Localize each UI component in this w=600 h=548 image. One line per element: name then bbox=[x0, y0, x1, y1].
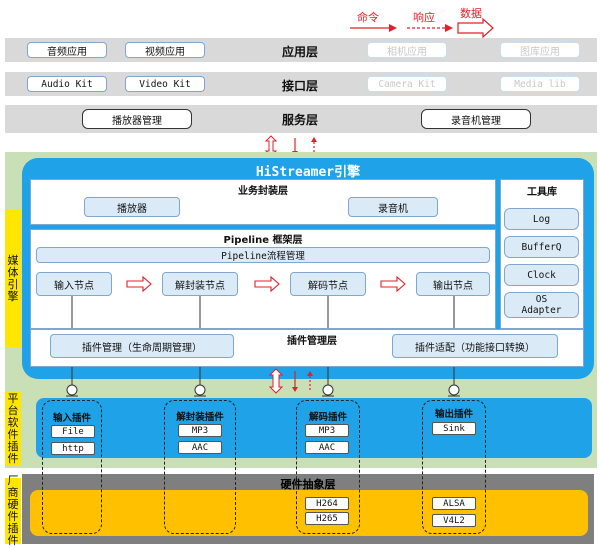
input-plugin-group bbox=[42, 400, 102, 534]
side-label-media-engine: 媒体引擎 bbox=[5, 210, 21, 348]
camera-app: 相机应用 bbox=[367, 42, 447, 58]
audio-kit: Audio Kit bbox=[27, 76, 107, 92]
player-manager: 播放器管理 bbox=[82, 109, 192, 129]
side-label-platform-plugins: 平台软件插件 bbox=[5, 392, 21, 466]
legend-arrows bbox=[350, 18, 494, 39]
demux-plugin-title: 解封装插件 bbox=[176, 412, 224, 423]
plugin-alsa: ALSA bbox=[432, 497, 476, 510]
tool-log: Log bbox=[504, 208, 579, 230]
pipeline-flow-arrows bbox=[126, 275, 406, 293]
side-label-media-engine-text: 媒体引擎 bbox=[7, 254, 19, 303]
hal-title: 硬件抽象层 bbox=[280, 478, 336, 491]
plugin-h265: H265 bbox=[305, 512, 349, 525]
plugin-http: http bbox=[51, 442, 95, 455]
recorder-node: 录音机 bbox=[348, 197, 438, 217]
plugin-file: File bbox=[51, 425, 95, 438]
demux-node: 解封装节点 bbox=[162, 272, 238, 296]
side-label-vendor-plugins-text: 厂商硬件插件 bbox=[7, 474, 19, 547]
legend-data-label: 数据 bbox=[460, 7, 482, 20]
plugin-demux-aac: AAC bbox=[178, 441, 222, 454]
audio-app: 音频应用 bbox=[27, 42, 107, 58]
interface-layer-title: 接口层 bbox=[281, 79, 318, 93]
side-label-vendor-plugins: 厂商硬件插件 bbox=[5, 474, 21, 547]
video-app: 视频应用 bbox=[125, 42, 205, 58]
plugin-adapter: 插件适配（功能接口转换） bbox=[392, 334, 558, 358]
decode-plugin-title: 解码插件 bbox=[308, 412, 347, 423]
plugin-v4l2: V4L2 bbox=[432, 514, 476, 527]
plugin-decode-aac: AAC bbox=[305, 441, 349, 454]
decode-node: 解码节点 bbox=[290, 272, 366, 296]
plugin-sink: Sink bbox=[432, 422, 476, 435]
gallery-app: 图库应用 bbox=[500, 42, 580, 58]
engine-title: HiStreamer引擎 bbox=[255, 165, 361, 180]
input-node: 输入节点 bbox=[36, 272, 112, 296]
plugin-h264: H264 bbox=[305, 497, 349, 510]
pipeline-manager: Pipeline流程管理 bbox=[36, 247, 490, 263]
legend-command-label: 命令 bbox=[357, 11, 379, 24]
media-lib: Media lib bbox=[500, 76, 580, 92]
plugin-decode-mp3: MP3 bbox=[305, 424, 349, 437]
recorder-manager: 录音机管理 bbox=[421, 109, 531, 129]
tool-os-adapter: OS Adapter bbox=[504, 292, 579, 318]
pipeline-layer-title: Pipeline 框架层 bbox=[223, 235, 303, 246]
tool-clock: Clock bbox=[504, 264, 579, 286]
output-node: 输出节点 bbox=[416, 272, 490, 296]
plugin-lifecycle-manager: 插件管理（生命周期管理） bbox=[50, 334, 234, 358]
camera-kit: Camera Kit bbox=[367, 76, 447, 92]
side-label-platform-plugins-text: 平台软件插件 bbox=[7, 392, 19, 465]
plugin-demux-mp3: MP3 bbox=[178, 424, 222, 437]
tools-library-title: 工具库 bbox=[527, 187, 557, 198]
input-plugin-title: 输入插件 bbox=[52, 413, 91, 424]
output-plugin-group bbox=[422, 400, 486, 534]
decode-plugin-group bbox=[296, 400, 360, 534]
business-layer-title: 业务封装层 bbox=[238, 186, 288, 197]
engine-plugin-arrows bbox=[268, 368, 313, 394]
tool-bufferq: BufferQ bbox=[504, 236, 579, 258]
plugin-connectors bbox=[66, 296, 460, 397]
player-node: 播放器 bbox=[84, 197, 180, 217]
service-layer-title: 服务层 bbox=[281, 113, 318, 127]
output-plugin-title: 输出插件 bbox=[434, 409, 473, 420]
video-kit: Video Kit bbox=[125, 76, 205, 92]
demux-plugin-group bbox=[164, 400, 236, 534]
legend-response-label: 响应 bbox=[413, 11, 435, 24]
app-layer-title: 应用层 bbox=[281, 45, 318, 59]
plugin-management-title: 插件管理层 bbox=[287, 336, 337, 347]
